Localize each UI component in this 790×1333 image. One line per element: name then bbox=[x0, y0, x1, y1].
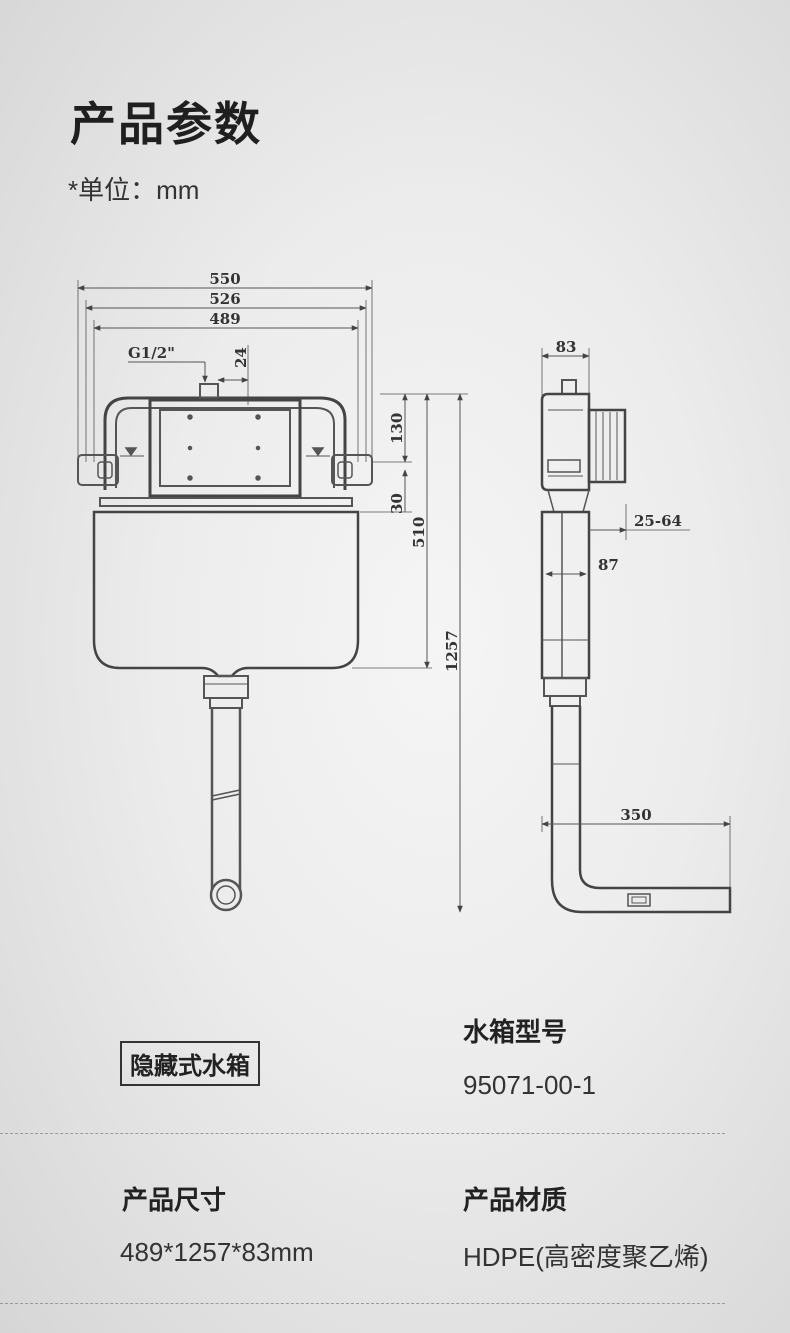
technical-drawing: 550 526 489 G1/2" 24 130 30 510 1257 bbox=[77, 270, 732, 914]
front-view bbox=[77, 280, 468, 913]
dim-1257: 1257 bbox=[443, 630, 461, 672]
unit-note: *单位：mm bbox=[68, 175, 200, 205]
material-label: 产品材质 bbox=[463, 1185, 568, 1215]
divider bbox=[0, 1303, 725, 1304]
dim-g1-2: G1/2" bbox=[128, 344, 175, 362]
size-label: 产品尺寸 bbox=[122, 1185, 227, 1215]
size-value: 489*1257*83mm bbox=[120, 1237, 314, 1267]
product-name-box: 隐藏式水箱 bbox=[120, 1041, 260, 1086]
dim-489: 489 bbox=[209, 310, 240, 328]
dim-30: 30 bbox=[388, 493, 406, 514]
page-title: 产品参数 bbox=[70, 98, 262, 150]
material-value: HDPE(高密度聚乙烯) bbox=[463, 1242, 709, 1272]
dim-130: 130 bbox=[388, 413, 406, 444]
dim-350: 350 bbox=[620, 806, 651, 824]
model-value: 95071-00-1 bbox=[463, 1070, 596, 1100]
dim-24: 24 bbox=[232, 347, 250, 368]
divider bbox=[0, 1133, 725, 1134]
dim-25-64: 25-64 bbox=[634, 512, 682, 530]
model-label: 水箱型号 bbox=[463, 1017, 568, 1047]
dim-510: 510 bbox=[410, 517, 428, 548]
side-view bbox=[540, 348, 732, 914]
dim-87: 87 bbox=[598, 556, 619, 574]
dim-83: 83 bbox=[556, 338, 577, 356]
dim-550: 550 bbox=[209, 270, 240, 288]
dim-526: 526 bbox=[209, 290, 240, 308]
